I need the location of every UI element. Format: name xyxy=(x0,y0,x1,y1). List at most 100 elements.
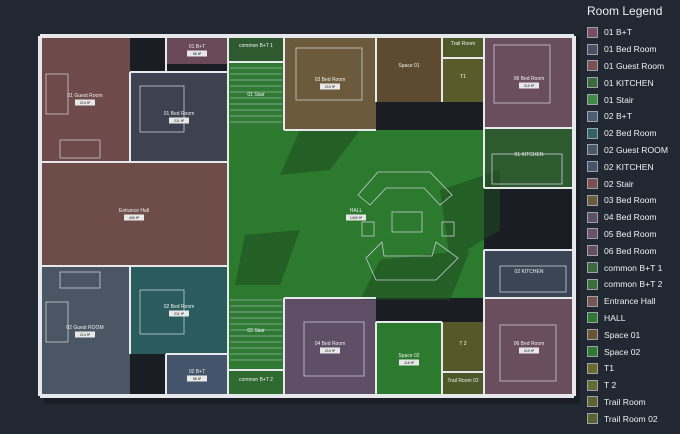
legend-label: 03 Bed Room xyxy=(604,195,657,206)
legend-swatch xyxy=(587,161,598,173)
room-tag-background xyxy=(169,117,189,124)
room-label: 03 Bed Room xyxy=(315,77,346,83)
room-area-text: 56 ft² xyxy=(193,377,202,381)
room-area-space-02 xyxy=(376,322,442,396)
room-label: common B+T 1 xyxy=(239,43,273,49)
room-area-02-kitchen xyxy=(484,250,574,300)
room-tag-background xyxy=(320,83,340,90)
room-label: Trail Room xyxy=(451,41,475,47)
legend-swatch xyxy=(587,110,598,122)
shadow-layer xyxy=(235,130,500,300)
legend-label: Space 02 xyxy=(604,346,641,357)
room-area-text: 400 ft² xyxy=(129,216,140,220)
legend-label: 01 KITCHEN xyxy=(604,77,654,88)
room-area-text: 210 ft² xyxy=(524,84,535,88)
room-label: 02 KITCHEN xyxy=(515,269,544,275)
room-area-common-b-t-2 xyxy=(228,370,284,396)
legend-label: T 2 xyxy=(604,380,617,391)
room-area-01-bed-room xyxy=(130,72,228,162)
legend-swatch xyxy=(587,346,598,358)
room-area-01-b-t xyxy=(166,36,228,64)
legend-label: 02 Guest ROOM xyxy=(604,144,668,155)
legend-label: Trail Room 02 xyxy=(604,413,658,424)
legend-swatch xyxy=(587,329,598,341)
legend-swatch xyxy=(587,211,598,223)
kitchen-01-counter xyxy=(491,153,563,185)
legend-swatch xyxy=(587,178,598,190)
room-label: 02 Stair xyxy=(247,328,265,334)
legend-swatch xyxy=(587,413,598,425)
hall-sofa-bottom xyxy=(365,241,459,281)
legend-swatch xyxy=(587,228,598,240)
room-area-text: 211 ft² xyxy=(174,312,185,316)
bed-06-top xyxy=(493,44,551,104)
room-area-04-bed-room xyxy=(284,298,376,396)
legend-label: HALL xyxy=(604,312,626,323)
legend-swatch xyxy=(587,43,598,55)
room-label: T1 xyxy=(460,74,466,80)
bed-03 xyxy=(295,47,363,101)
legend-swatch xyxy=(587,245,598,257)
legend-swatch xyxy=(587,26,598,38)
room-label: Trail Room 02 xyxy=(447,378,478,384)
room-area-text: 211 ft² xyxy=(174,119,185,123)
legend-item: 02 Stair xyxy=(584,175,680,192)
room-area-03-bed-room xyxy=(284,36,376,130)
room-label: 04 Bed Room xyxy=(315,341,346,347)
legend-item: 01 B+T xyxy=(584,24,680,41)
legend-swatch xyxy=(587,60,598,72)
room-label: Entrance Hall xyxy=(119,208,149,214)
room-area-02-stair xyxy=(228,298,284,370)
room-label: HALL xyxy=(350,208,363,214)
room-area-t-2 xyxy=(442,322,484,372)
legend-item: 01 KITCHEN xyxy=(584,74,680,91)
legend-item: 02 B+T xyxy=(584,108,680,125)
bed-guest-02 xyxy=(45,301,69,343)
room-tag-background xyxy=(124,214,144,221)
room-area-t1 xyxy=(442,58,484,102)
room-area-01-guest-room xyxy=(40,36,130,162)
legend-item: common B+T 2 xyxy=(584,276,680,293)
legend-label: 01 Stair xyxy=(604,94,634,105)
legend-item: 02 Bed Room xyxy=(584,125,680,142)
legend-item: 06 Bed Room xyxy=(584,242,680,259)
legend-swatch xyxy=(587,379,598,391)
room-label: 06 Bed Room xyxy=(514,341,545,347)
room-area-text: 210 ft² xyxy=(325,85,336,89)
legend-swatch xyxy=(587,94,598,106)
legend-label: 01 Bed Room xyxy=(604,44,657,55)
room-label: 01 Bed Room xyxy=(164,111,195,117)
room-label: 01 Stair xyxy=(247,92,265,98)
room-label: 01 Guest Room xyxy=(67,93,102,99)
room-area-space-01 xyxy=(376,36,442,102)
room-tag-background xyxy=(169,310,189,317)
legend-label: 04 Bed Room xyxy=(604,212,657,223)
room-label: T 2 xyxy=(459,341,466,347)
room-area-02-b-t xyxy=(166,354,228,396)
room-area-02-bed-room xyxy=(130,266,228,354)
room-tag-background xyxy=(346,214,366,221)
room-label: 02 B+T xyxy=(189,369,205,375)
room-label: 02 Bed Room xyxy=(164,304,195,310)
legend-item: 04 Bed Room xyxy=(584,209,680,226)
room-area-06-bed-room xyxy=(484,36,574,128)
room-area-text: 214 ft² xyxy=(80,101,91,105)
legend-swatch xyxy=(587,312,598,324)
room-label: 02 Guest ROOM xyxy=(66,325,103,331)
legend-swatch xyxy=(587,77,598,89)
room-tag-background xyxy=(320,347,340,354)
bed-guest-01 xyxy=(45,73,69,115)
legend-label: Trail Room xyxy=(604,396,646,407)
bed-04 xyxy=(303,321,365,377)
room-tag-background xyxy=(187,375,207,382)
legend-label: 02 Bed Room xyxy=(604,128,657,139)
room-label: 01 B+T xyxy=(189,44,205,50)
label-layer: 01 B+T 56 ft² common B+T 1 01 Stair 03 Bed R… xyxy=(66,41,544,384)
room-area-trail-room xyxy=(442,36,484,58)
hall-sofa-top xyxy=(357,171,453,206)
legend-item: 01 Stair xyxy=(584,91,680,108)
legend-item: 02 KITCHEN xyxy=(584,158,680,175)
room-area-common-b-t-1 xyxy=(228,36,284,62)
room-area-text: 210 ft² xyxy=(325,349,336,353)
